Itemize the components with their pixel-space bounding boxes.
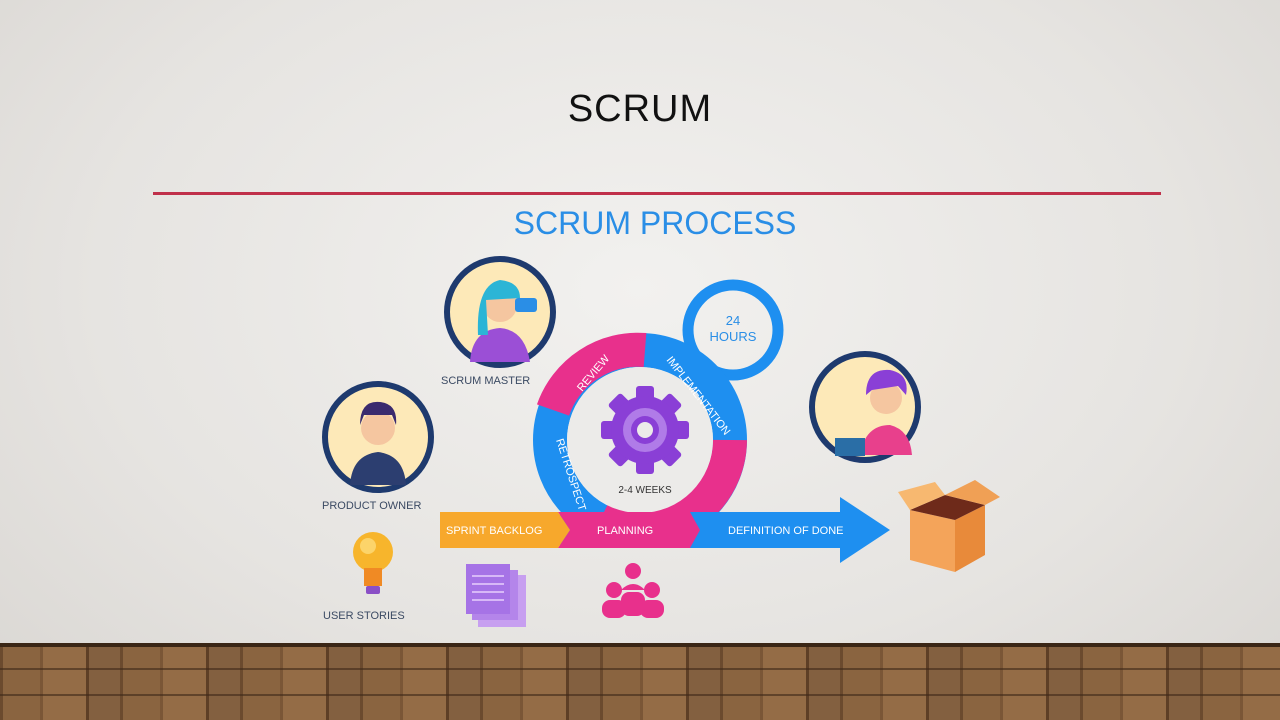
developer-avatar [809, 351, 921, 463]
sprint-backlog-label: SPRINT BACKLOG [446, 525, 542, 537]
product-owner-avatar [322, 381, 434, 493]
slide-title: SCRUM [567, 88, 713, 130]
planning-label: PLANNING [597, 525, 653, 537]
team-icon [602, 563, 664, 618]
scrum-master-label: SCRUM MASTER [441, 375, 531, 387]
gear-icon [601, 386, 689, 474]
sprint-duration: 2-4 WEEKS [618, 485, 672, 496]
title-divider [153, 192, 1161, 195]
open-box-icon [898, 480, 1000, 572]
diagram-title: SCRUM PROCESS [513, 205, 797, 241]
definition-of-done-label: DEFINITION OF DONE [728, 525, 844, 537]
daily-cycle-circle [682, 279, 784, 381]
daily-unit: HOURS [710, 329, 757, 344]
wood-floor [0, 643, 1280, 720]
process-arrow [440, 497, 890, 563]
scrum-master-avatar [444, 256, 556, 368]
product-owner-label: PRODUCT OWNER [322, 500, 422, 512]
review-segment [536, 332, 647, 417]
daily-number: 24 [726, 313, 740, 328]
user-stories-label: USER STORIES [323, 610, 405, 622]
lightbulb-icon [353, 532, 393, 594]
documents-icon [466, 564, 526, 627]
